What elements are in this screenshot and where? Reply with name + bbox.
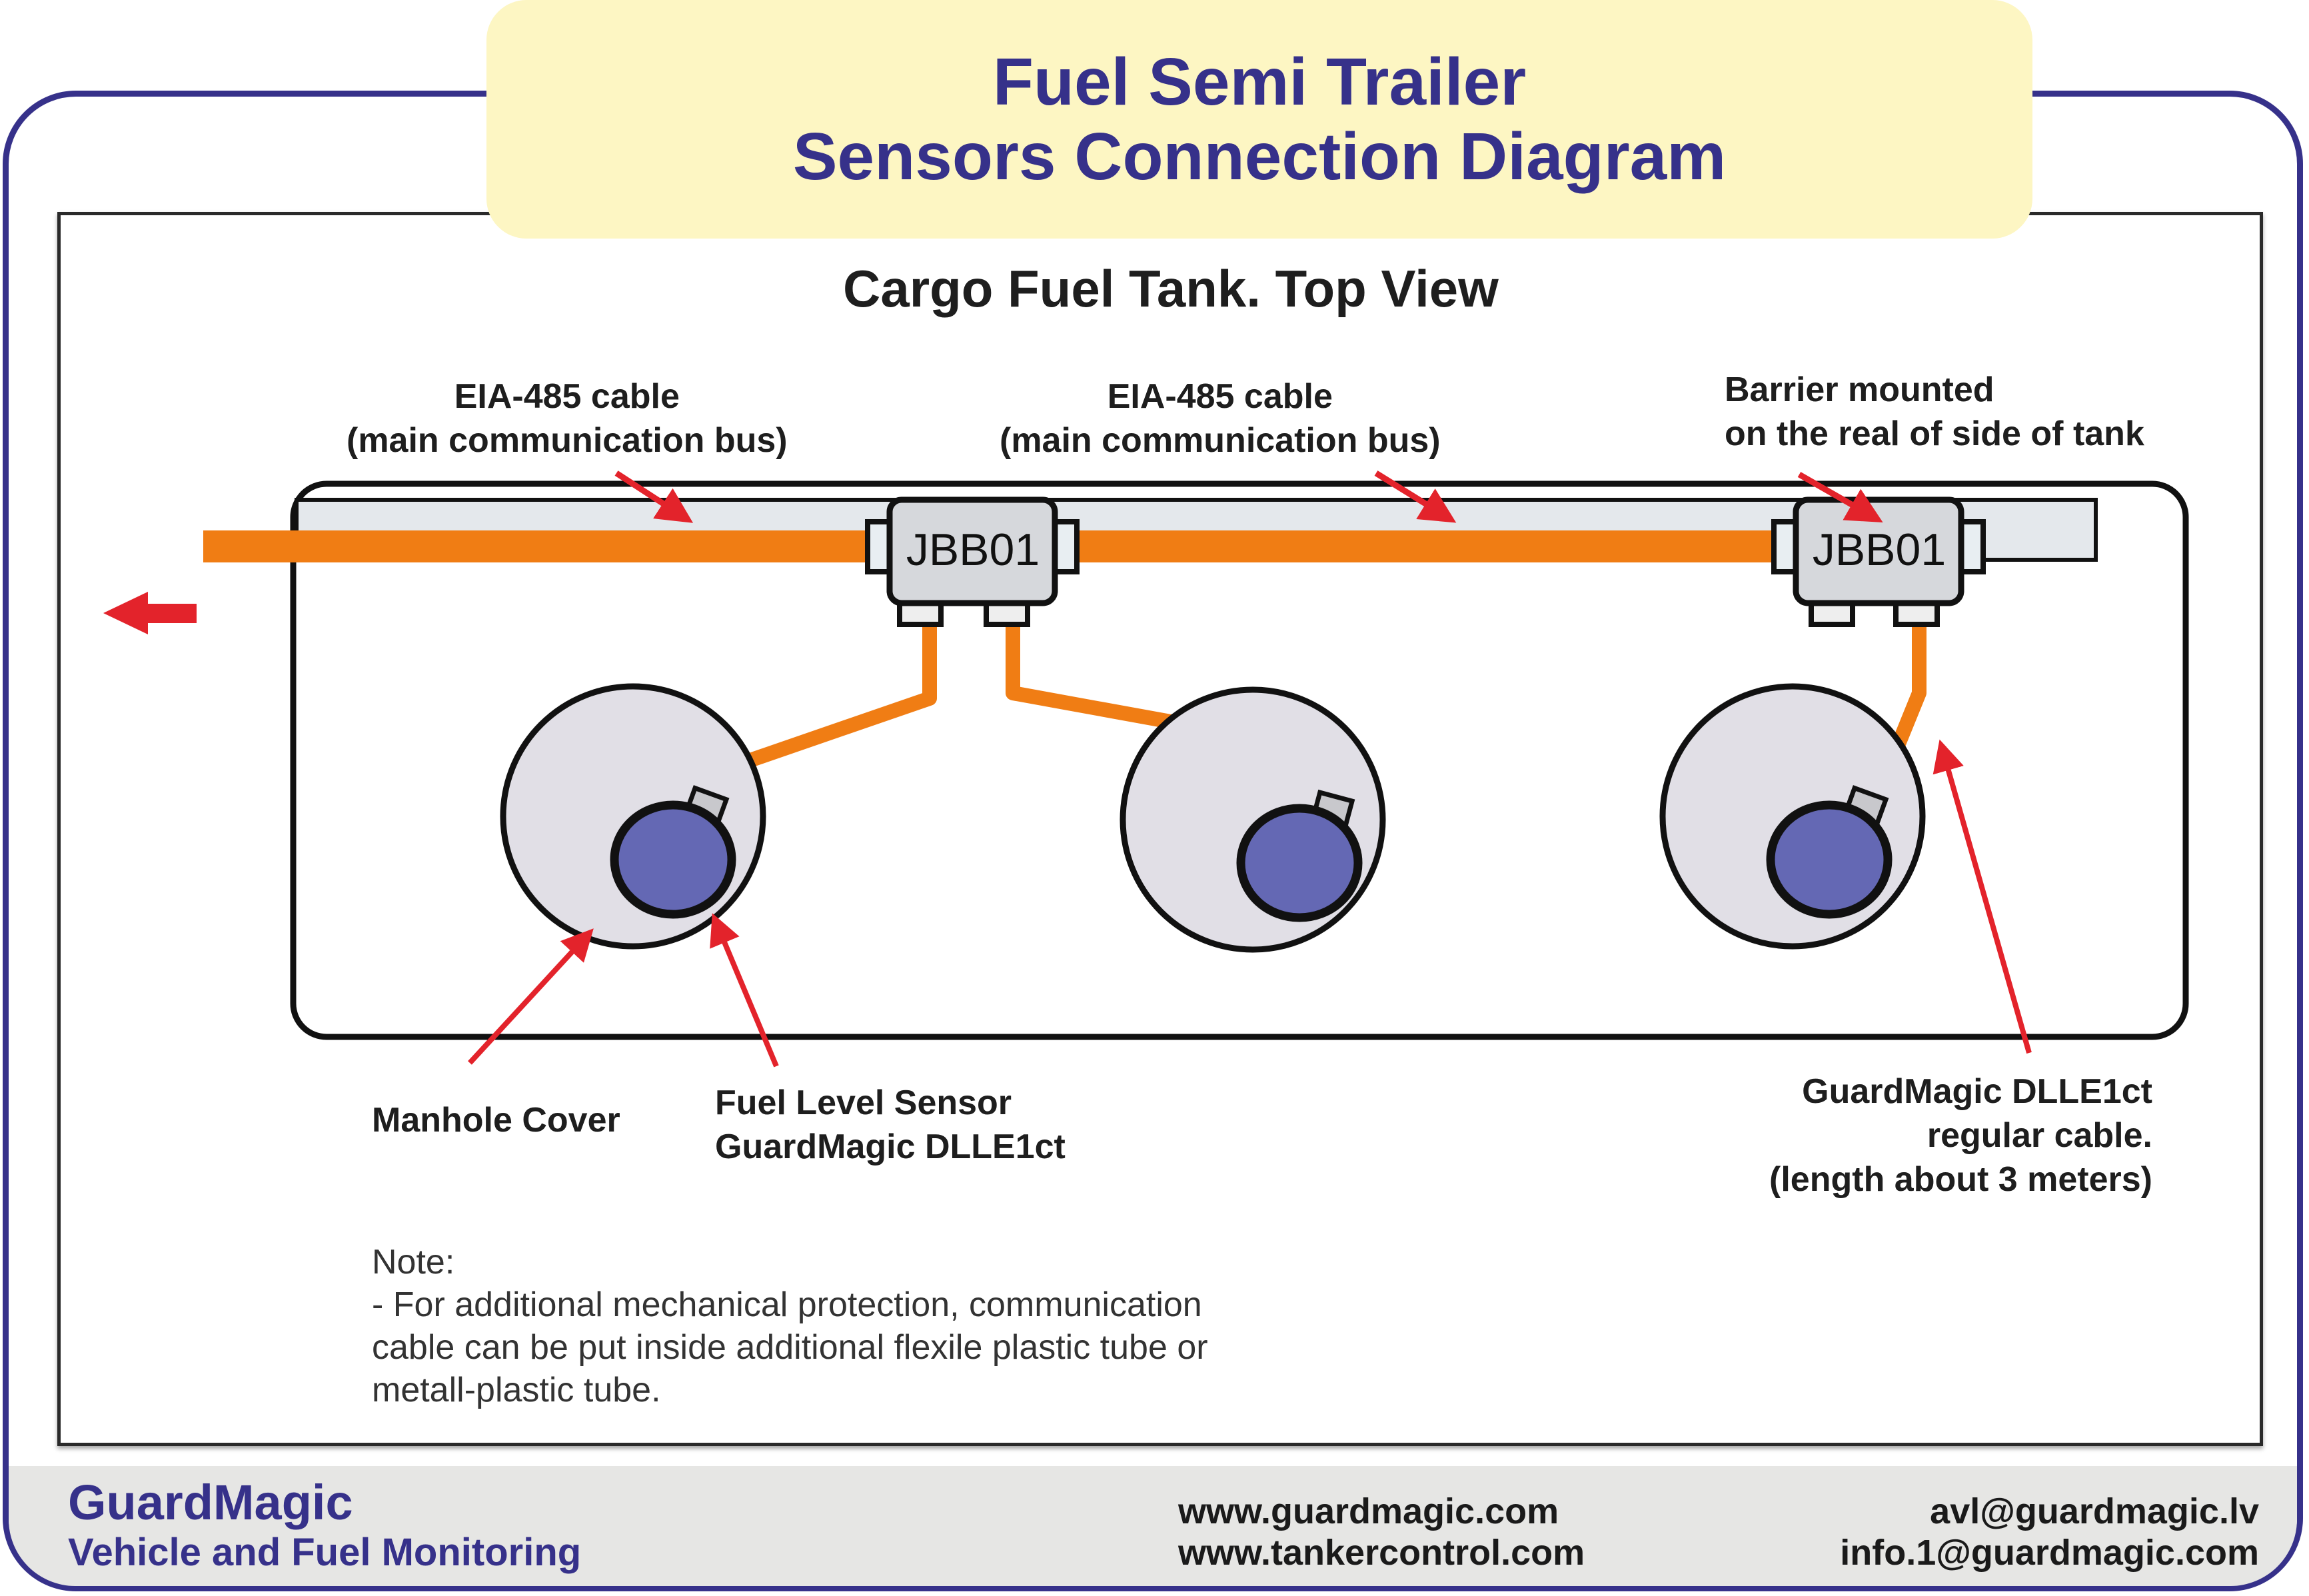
cable-label-2-line1: EIA-485 cable [1107, 377, 1333, 416]
fuel-sensor-2 [1236, 789, 1363, 922]
cable-label-1: EIA-485 cable (main communication bus) [347, 375, 788, 462]
sensor-arrow-icon [710, 913, 779, 1068]
left-direction-arrow-icon [103, 592, 197, 634]
note-line2: cable can be put inside additional flexi… [372, 1328, 1208, 1367]
cable-1-arrow-icon [614, 470, 694, 523]
junction-box-1-label: JBB01 [906, 524, 1040, 575]
cable-label-1-line1: EIA-485 cable [454, 377, 680, 416]
note-block: Note: - For additional mechanical protec… [372, 1241, 1208, 1411]
page-title-line1: Fuel Semi Trailer [992, 45, 1527, 119]
barrier-label-line1: Barrier mounted [1725, 371, 1994, 409]
title-banner: Fuel Semi Trailer Sensors Connection Dia… [486, 0, 2032, 239]
cable-label-2-line2: (main communication bus) [1000, 421, 1441, 460]
manhole-cover-label: Manhole Cover [372, 1101, 620, 1140]
fuel-sensor-3 [1766, 785, 1893, 919]
cable-info-line1: GuardMagic DLLE1ct [1802, 1072, 2152, 1111]
cable-info-line3: (length about 3 meters) [1769, 1160, 2152, 1199]
website-link-2[interactable]: www.tankercontrol.com [1178, 1533, 1585, 1573]
main-bus-cable-middle [1070, 530, 1786, 562]
website-link-1[interactable]: www.guardmagic.com [1178, 1491, 1559, 1531]
email-link-1[interactable]: avl@guardmagic.lv [1930, 1491, 2259, 1531]
cable-label-2: EIA-485 cable (main communication bus) [1000, 375, 1441, 462]
brand-tagline: Vehicle and Fuel Monitoring [68, 1531, 582, 1574]
note-line3: metall-plastic tube. [372, 1371, 661, 1409]
note-heading: Note: [372, 1243, 455, 1281]
cable-label-1-line2: (main communication bus) [347, 421, 788, 460]
main-bus-cable-left [203, 530, 880, 562]
junction-box-2 [1771, 496, 1986, 627]
cable-info-line2: regular cable. [1926, 1116, 2152, 1155]
barrier-label-line2: on the real of side of tank [1725, 414, 2144, 453]
brand-name: GuardMagic [68, 1475, 353, 1530]
email-link-2[interactable]: info.1@guardmagic.com [1840, 1533, 2259, 1573]
junction-box-1 [865, 496, 1080, 627]
barrier-arrow-icon [1797, 472, 1883, 522]
barrier-label: Barrier mounted on the real of side of t… [1725, 368, 2144, 456]
junction-box-2-label: JBB01 [1813, 524, 1946, 575]
cable-2-arrow-icon [1374, 470, 1457, 523]
sensor-label: Fuel Level Sensor GuardMagic DLLE1ct [715, 1081, 1066, 1169]
note-line1: - For additional mechanical protection, … [372, 1285, 1202, 1324]
fuel-sensor-1 [610, 785, 736, 919]
cable-info-arrow-icon [1932, 739, 2032, 1054]
page-title-line2: Sensors Connection Diagram [792, 119, 1727, 194]
manhole-arrow-icon [468, 928, 594, 1065]
diagram-subtitle: Cargo Fuel Tank. Top View [843, 259, 1499, 318]
footer-band [9, 1466, 2297, 1586]
sensor-label-line1: Fuel Level Sensor [715, 1084, 1012, 1122]
sensor-label-line2: GuardMagic DLLE1ct [715, 1128, 1066, 1166]
cable-info-label: GuardMagic DLLE1ct regular cable. (lengt… [1706, 1070, 2152, 1201]
